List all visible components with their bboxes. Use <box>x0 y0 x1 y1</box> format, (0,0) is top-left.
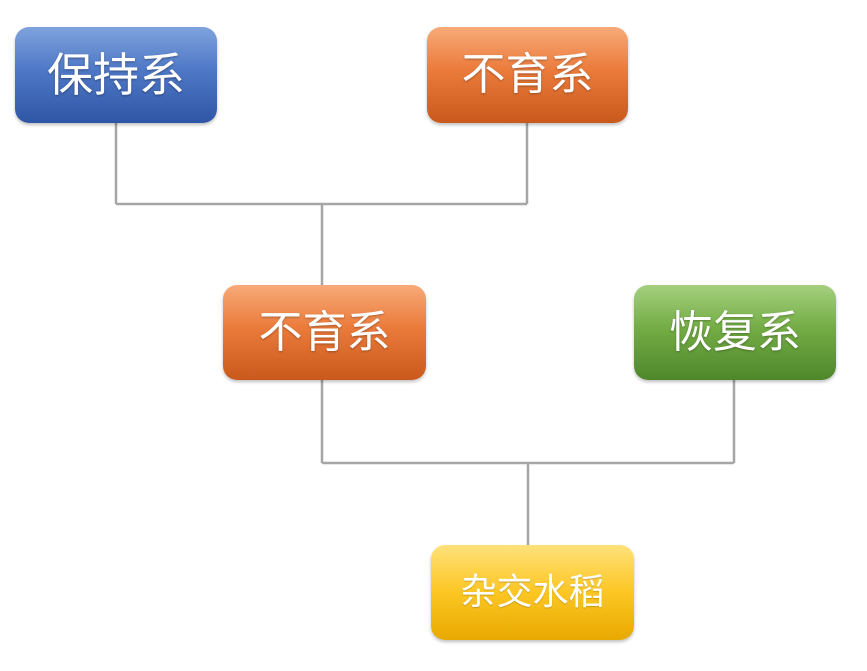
node-restorer-line: 恢复系 <box>634 285 836 380</box>
node-label: 保持系 <box>47 48 185 102</box>
node-label: 不育系 <box>258 306 391 358</box>
node-hybrid-rice: 杂交水稻 <box>431 545 634 640</box>
node-label: 不育系 <box>461 49 594 100</box>
node-label: 恢复系 <box>669 306 801 358</box>
node-sterile-line-top: 不育系 <box>427 27 628 123</box>
node-maintainer-line: 保持系 <box>15 27 217 123</box>
node-sterile-line-mid: 不育系 <box>223 285 426 380</box>
node-label: 杂交水稻 <box>460 571 605 613</box>
